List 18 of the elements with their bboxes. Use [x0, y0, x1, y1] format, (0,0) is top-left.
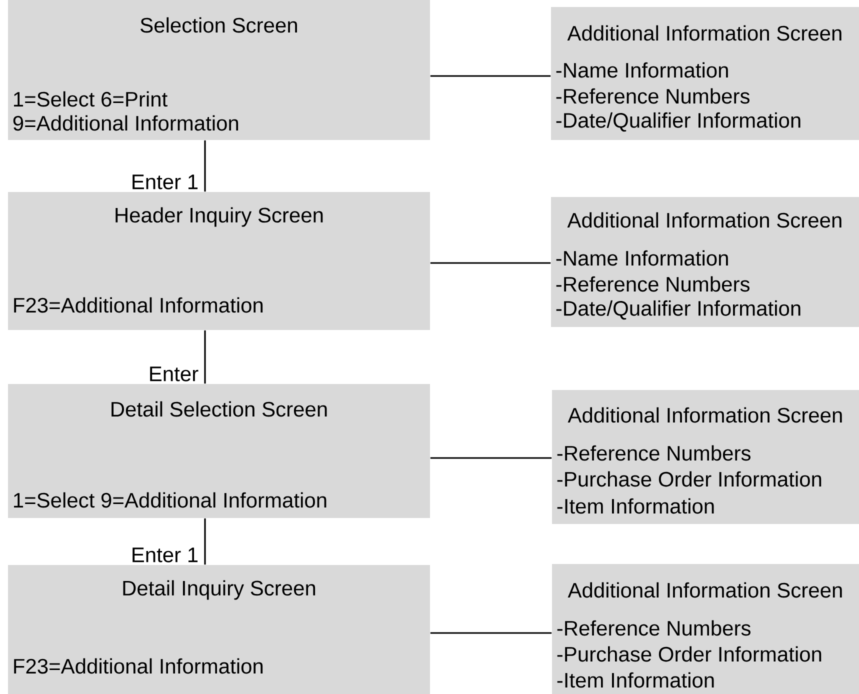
connector-line: [204, 140, 206, 192]
edge-label: Enter 1: [132, 174, 198, 190]
connector-line: [430, 632, 552, 634]
connector-line: [430, 262, 551, 264]
screen-box: Selection Screen 1=Select 6=Print 9=Additional Information: [8, 0, 430, 140]
screen-box: Header Inquiry Screen F23=Additional Information: [8, 192, 430, 330]
screen-box: Additional Information Screen -Reference Numbers -Purchase Order Information -Item Information: [552, 564, 859, 694]
screen-box: Detail Inquiry Screen F23=Additional Information: [8, 565, 430, 694]
connector-line: [430, 457, 552, 459]
screen-box: Detail Selection Screen 1=Select 9=Additional Information: [8, 384, 430, 518]
edge-label: Enter 1: [132, 548, 198, 562]
screen-box: Additional Information Screen -Name Information -Reference Numbers -Date/Qualifier Information: [551, 7, 859, 140]
connector-line: [204, 518, 206, 565]
connector-line: [430, 75, 551, 77]
screen-box: Additional Information Screen -Name Information -Reference Numbers -Date/Qualifier Information: [551, 197, 859, 327]
edge-label: Enter: [150, 366, 198, 382]
connector-line: [204, 330, 206, 384]
screen-box: Additional Information Screen -Reference Numbers -Purchase Order Information -Item Information: [552, 390, 859, 524]
